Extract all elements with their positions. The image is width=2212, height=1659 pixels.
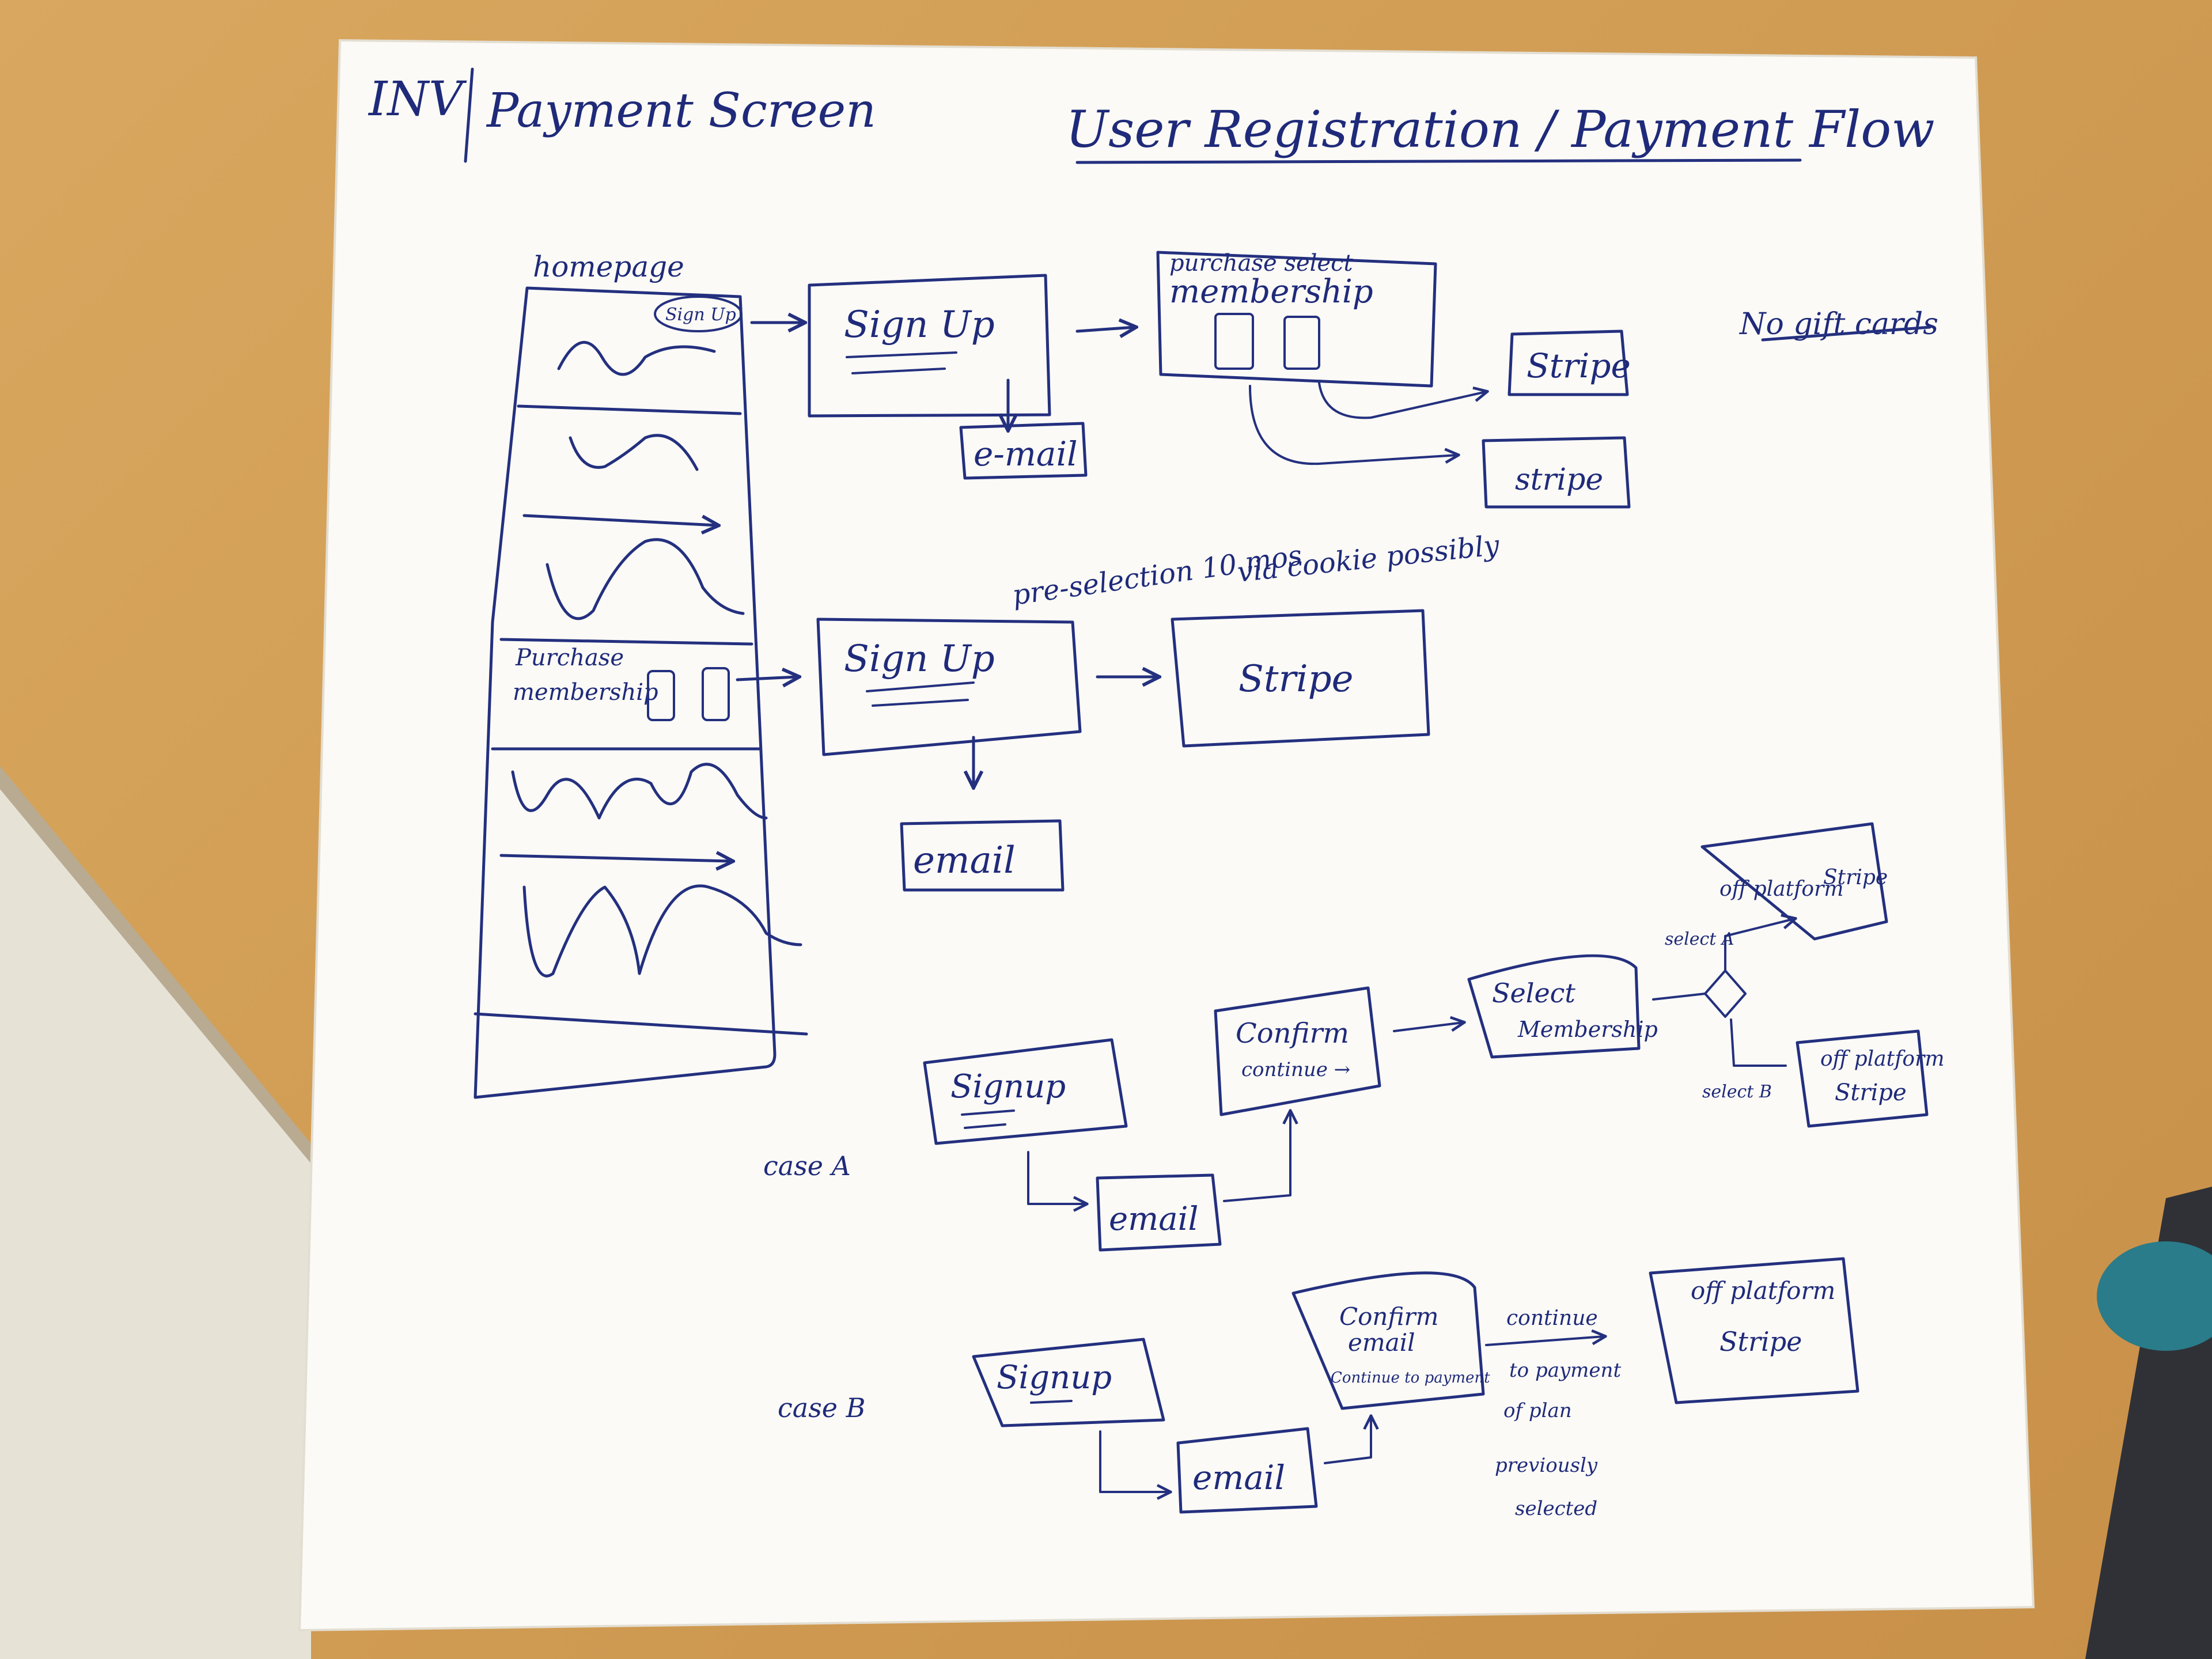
case-b-continue-note-3: of plan	[1503, 1399, 1572, 1422]
case-b-signup-label: Signup	[997, 1359, 1112, 1396]
stripe-label-top-1: Stripe	[1527, 346, 1631, 385]
case-a-label: case A	[763, 1150, 851, 1181]
case-a-select-label-1: Select	[1492, 978, 1575, 1009]
case-a-select-label-2: Membership	[1517, 1017, 1658, 1042]
case-a-signup-label: Signup	[950, 1068, 1066, 1105]
case-b-off-platform-label-1: off platform	[1691, 1277, 1835, 1305]
select-membership-label-2: membership	[1169, 273, 1373, 310]
signup-title-middle: Sign Up	[844, 638, 995, 680]
case-b-label: case B	[778, 1392, 865, 1423]
signup-title-top: Sign Up	[844, 304, 995, 346]
stripe-label-middle: Stripe	[1238, 658, 1353, 700]
case-b-confirm-label-2: email	[1348, 1328, 1415, 1357]
homepage-label: homepage	[533, 250, 684, 283]
page-title: User Registration / Payment Flow	[1066, 100, 1935, 159]
stripe-label-top-2: stripe	[1515, 463, 1603, 497]
case-b-email-label: email	[1192, 1458, 1285, 1497]
case-b-confirm-label-3: Continue to payment	[1331, 1369, 1490, 1387]
email-title-middle: email	[913, 839, 1016, 882]
case-b-confirm-label-1: Confirm	[1339, 1302, 1438, 1331]
homepage-signup-label: Sign Up	[665, 305, 736, 325]
purchase-label-2: membership	[513, 679, 658, 706]
purchase-label-1: Purchase	[515, 645, 624, 671]
email-title-top: e-mail	[974, 434, 1078, 474]
case-b-off-platform-label-2: Stripe	[1719, 1326, 1802, 1357]
case-a-continue-label: continue →	[1241, 1058, 1350, 1081]
screen-label: Payment Screen	[486, 84, 876, 138]
off-platform-2-label-1: off platform	[1820, 1047, 1944, 1071]
project-label: INV	[368, 72, 467, 127]
select-a-label: select A	[1665, 929, 1734, 949]
shoe	[2097, 1241, 2212, 1351]
case-a-email-label: email	[1109, 1200, 1198, 1238]
off-platform-1-label-2: Stripe	[1823, 866, 1888, 889]
case-b-continue-note-5: selected	[1515, 1497, 1597, 1520]
case-b-continue-note-2: to payment	[1509, 1359, 1621, 1382]
no-gift-cards-note: No gift cards	[1738, 307, 1938, 342]
case-b-continue-note-1: continue	[1506, 1306, 1598, 1330]
case-b-continue-note-4: previously	[1495, 1454, 1598, 1477]
case-a-confirm-label: Confirm	[1236, 1017, 1349, 1050]
laptop-corner	[0, 778, 311, 1659]
select-b-label: select B	[1702, 1082, 1772, 1102]
off-platform-2-label-2: Stripe	[1835, 1080, 1907, 1106]
